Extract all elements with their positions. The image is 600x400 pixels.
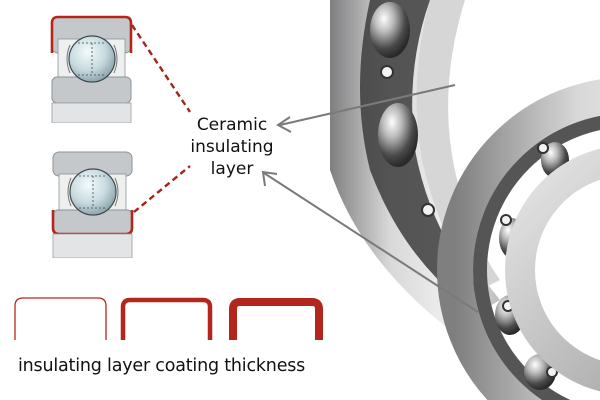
thickness-sample-medium	[120, 297, 213, 340]
cross-section-outer-coated	[50, 15, 133, 123]
coating-layer	[50, 15, 133, 53]
caption: insulating layer coating thickness	[18, 356, 306, 376]
thickness-sample-thick	[229, 298, 323, 340]
cross-section-inner-coated	[51, 151, 134, 258]
callout-line-1: Ceramic	[196, 115, 268, 135]
leader-bottom	[133, 165, 191, 213]
front-bearing-outer-ring	[437, 79, 600, 400]
thickness-samples	[14, 297, 323, 340]
bearing-photo	[330, 0, 600, 400]
arrow-bottom	[263, 172, 479, 313]
callout-line-3: layer	[210, 159, 254, 179]
front-bearing-inner-ring	[505, 148, 600, 392]
thickness-sample-thin	[14, 297, 107, 340]
arrow-top	[279, 84, 456, 126]
leader-top	[131, 24, 191, 113]
callout-line-2: insulating	[190, 137, 274, 157]
callout-label: Ceramic insulating layer	[178, 114, 286, 180]
